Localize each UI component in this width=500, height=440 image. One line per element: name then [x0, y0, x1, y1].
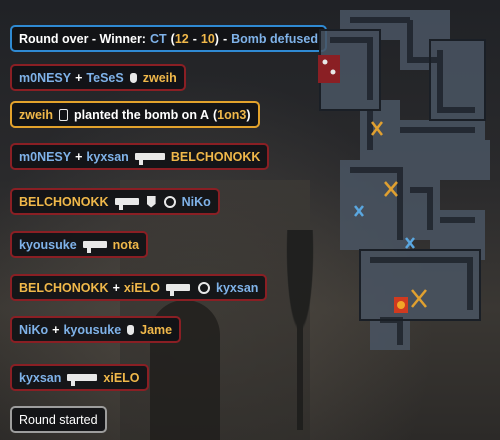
clutch-close: )	[246, 107, 251, 122]
assister-name: kyousuke	[63, 322, 122, 337]
player-marker-icon	[322, 59, 328, 65]
victim-name: BELCHONOKK	[170, 149, 261, 164]
kill-entry: BELCHONOKK NiKo	[10, 188, 220, 215]
kill-entry: BELCHONOKK + xiELO kyxsan	[10, 274, 268, 301]
blind-icon	[146, 195, 156, 208]
killer-name: BELCHONOKK	[19, 194, 109, 209]
assister-name: xiELO	[123, 280, 161, 295]
victim-name: zweih	[142, 70, 177, 85]
score-dash: -	[192, 31, 197, 46]
ct-score: 12	[174, 31, 189, 46]
kill-entry: kyxsan xiELO	[10, 364, 149, 391]
death-markers	[371, 121, 427, 308]
victim-name: NiKo	[181, 194, 211, 209]
killer-name: kyxsan	[19, 370, 62, 385]
round-started-text: Round started	[19, 412, 98, 427]
victim-name: Jame	[140, 322, 173, 337]
kill-entry: m0NESY + kyxsan BELCHONOKK	[10, 143, 270, 170]
kill-entry: NiKo + kyousuke Jame	[10, 316, 182, 343]
rifle-icon	[166, 284, 191, 296]
minimap	[318, 10, 490, 350]
killer-name: m0NESY	[19, 70, 72, 85]
bomb-icon	[397, 301, 405, 309]
assist-plus: +	[75, 70, 83, 85]
headshot-icon	[198, 281, 211, 294]
grenade-icon	[129, 72, 137, 83]
rifle-icon	[134, 153, 165, 165]
bomb-icon	[59, 108, 69, 121]
player-marker-icon	[330, 69, 336, 75]
round-over-entry: Round over - Winner: CT ( 12 - 10 ) - Bo…	[10, 25, 327, 52]
assist-plus: +	[52, 322, 60, 337]
t-score: 10	[200, 31, 215, 46]
plant-text: planted the bomb on A	[74, 107, 209, 122]
killer-name: kyousuke	[19, 237, 77, 252]
round-started-entry: Round started	[10, 406, 107, 433]
grenade-icon	[127, 324, 135, 335]
assister-name: kyxsan	[86, 149, 129, 164]
planter-name: zweih	[19, 107, 54, 122]
bomb-plant-entry: zweih planted the bomb on A ( 1on3 )	[10, 101, 260, 128]
rifle-icon	[82, 241, 107, 253]
score-open: (	[170, 31, 175, 46]
rifle-icon	[67, 374, 98, 386]
radar-walls	[330, 17, 475, 345]
assist-plus: +	[112, 280, 120, 295]
through-smoke-icon	[163, 195, 176, 208]
kill-entry: m0NESY + TeSeS zweih	[10, 64, 186, 91]
victim-name: nota	[112, 237, 140, 252]
killer-name: m0NESY	[19, 149, 72, 164]
ct-death-markers	[354, 205, 415, 249]
t-spawn-marker	[318, 55, 340, 83]
score-close: )	[214, 31, 219, 46]
round-result: Bomb defused	[231, 31, 318, 46]
assist-plus: +	[75, 149, 83, 164]
clutch-open: (	[213, 107, 218, 122]
result-sep: -	[222, 31, 228, 46]
killer-name: BELCHONOKK	[19, 280, 109, 295]
victim-name: kyxsan	[216, 280, 259, 295]
victim-name: xiELO	[103, 370, 140, 385]
rifle-icon	[114, 198, 139, 210]
winner-team: CT	[149, 31, 167, 46]
killer-name: NiKo	[19, 322, 49, 337]
background-palm-tree	[270, 230, 330, 430]
round-over-prefix: Round over - Winner:	[19, 31, 146, 46]
kill-entry: kyousuke nota	[10, 231, 149, 258]
clutch-situation: 1on3	[217, 107, 247, 122]
assister-name: TeSeS	[86, 70, 124, 85]
